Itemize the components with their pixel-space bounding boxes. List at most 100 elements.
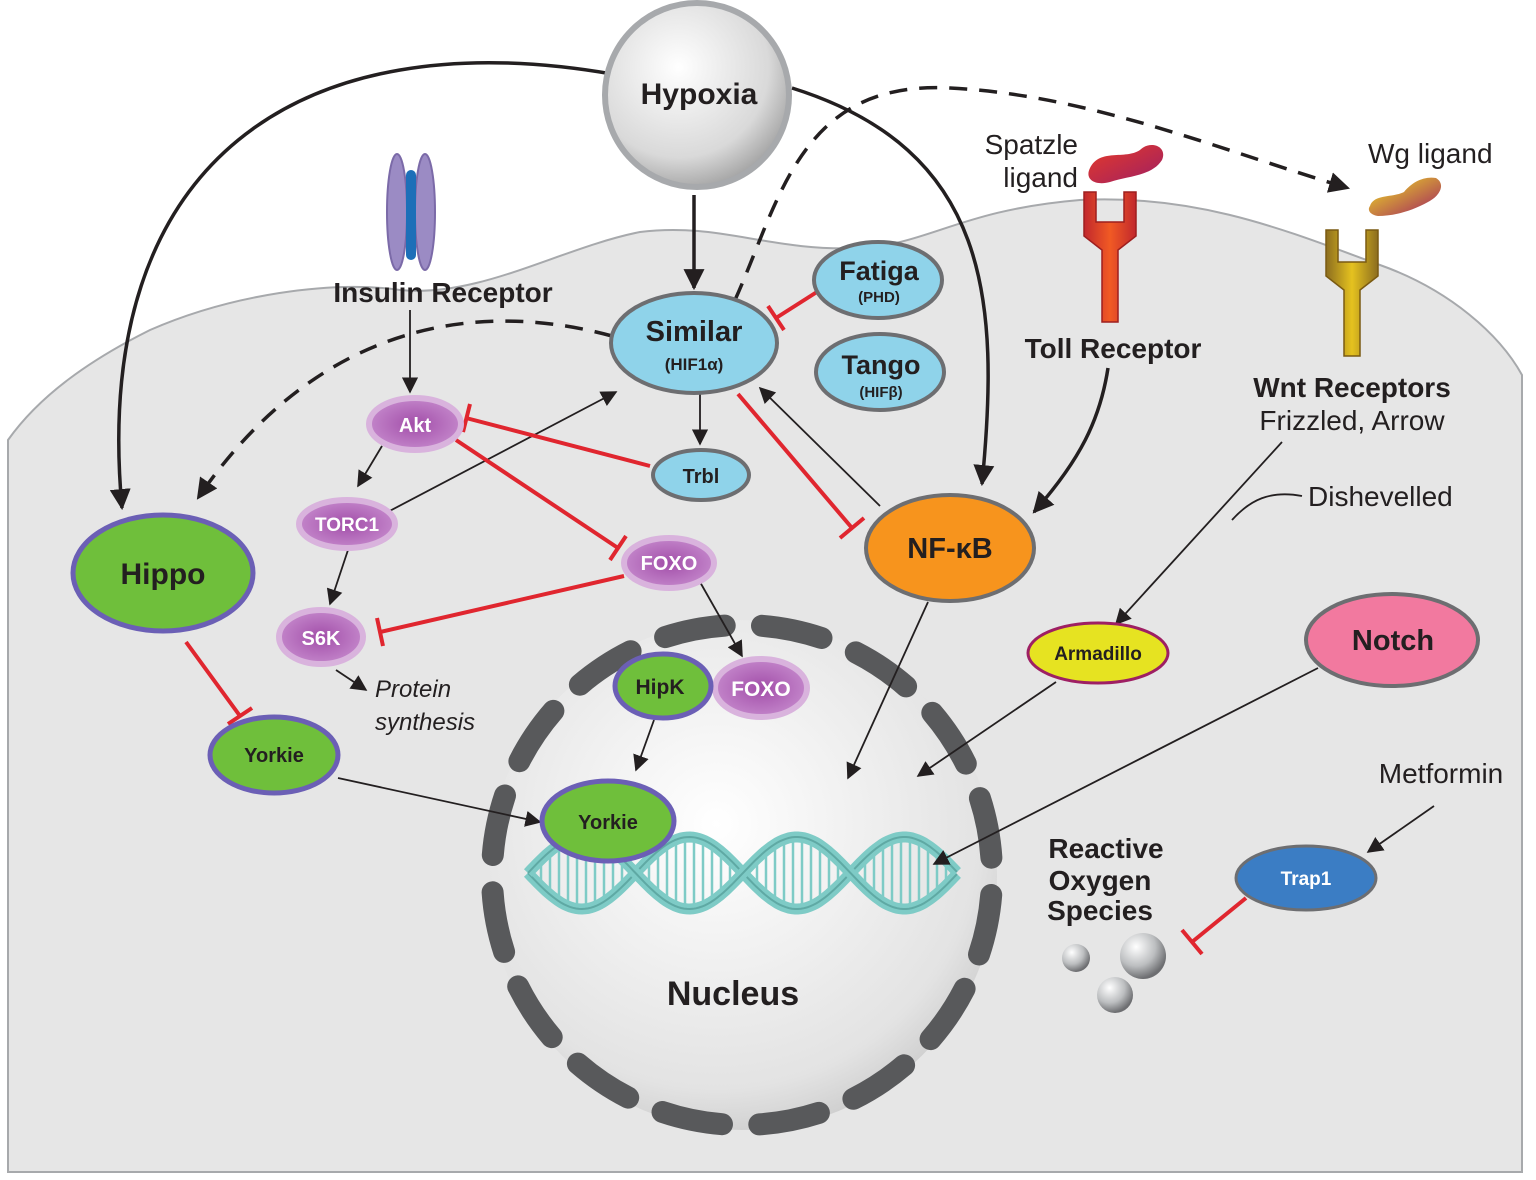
nuclear-envelope-segment (651, 1101, 733, 1136)
nuclear-envelope-segment (748, 1101, 830, 1136)
akt-label: Akt (399, 415, 432, 437)
toll-receptor-icon (1083, 191, 1137, 323)
hipk-node: HipK (612, 651, 714, 721)
edge-armadillo-dna (916, 681, 1057, 777)
trap1-label: Trap1 (1281, 869, 1332, 890)
trbl-label: Trbl (683, 466, 720, 488)
edge-notch-dna (932, 667, 1319, 865)
edge-nfkb-similar (758, 386, 881, 507)
insulin-receptor-label: Insulin Receptor (333, 277, 552, 308)
hypoxia-node: Hypoxia (602, 0, 792, 190)
fatiga-label: Fatiga (839, 256, 919, 286)
edges (109, 61, 1435, 956)
foxo-node: FOXO (621, 535, 717, 591)
inhibit-trap1-ros-bar (1180, 928, 1204, 956)
toll-receptor-label: Toll Receptor (1025, 333, 1202, 364)
nuclear-envelope-segment (566, 1052, 640, 1109)
torc1-node: TORC1 (296, 497, 398, 551)
nuclear-envelope-segment (751, 614, 833, 649)
tango-sublabel: (HIFβ) (859, 384, 902, 401)
foxo-label: FOXO (641, 553, 698, 575)
fatiga-node: Fatiga (PHD) (812, 240, 944, 320)
edge-torc1-s6k (326, 543, 351, 606)
ros-bubble (1120, 933, 1166, 979)
tango-label: Tango (842, 350, 921, 380)
ros-bubble (1097, 977, 1133, 1013)
inhibit-akt-foxo-bar (608, 534, 628, 562)
inhibit-trbl-akt (465, 416, 651, 468)
nuclear-envelope-segment (507, 975, 563, 1049)
wg-ligand-icon (1368, 177, 1442, 216)
edge-yorkie-nuclear (337, 777, 542, 827)
edge-hypoxia-nfkb (791, 86, 995, 487)
inhibit-hippo-yorkie (184, 640, 242, 718)
nucleus-label: Nucleus (667, 975, 799, 1013)
nuclear-envelope (481, 614, 1003, 1136)
dna-helix (523, 831, 961, 915)
notch-node: Notch (1304, 592, 1480, 688)
tango-node: Tango (HIFβ) (814, 332, 946, 412)
similar-label: Similar (646, 316, 743, 348)
wnt-receptor-icon (1325, 229, 1379, 357)
edge-hipk-yorkie (633, 719, 655, 772)
wnt-receptors-sublabel: Frizzled, Arrow (1259, 405, 1445, 436)
edge-akt-torc1 (357, 445, 383, 488)
edge-similar-wg (733, 85, 1351, 301)
fatiga-sublabel: (PHD) (858, 289, 900, 306)
edge-nfkb-dna (846, 601, 929, 780)
yorkie-nuclear-label: Yorkie (578, 812, 638, 834)
inhibit-akt-foxo (454, 438, 620, 550)
nuclear-envelope-segment (481, 784, 516, 866)
hippo-label: Hippo (121, 558, 206, 591)
yorkie-nuclear-node: Yorkie (539, 778, 677, 864)
edge-dishevelled (1231, 493, 1303, 521)
akt-node: Akt (366, 395, 464, 453)
inhibit-hippo-yorkie-bar (226, 706, 254, 726)
inhibit-foxo-s6k (379, 574, 625, 634)
nuclear-envelope-segment (654, 614, 736, 649)
nuclear-envelope-segment (919, 977, 976, 1051)
wg-ligand-label: Wg ligand (1368, 138, 1493, 169)
nuclear-envelope-segment (968, 884, 1003, 966)
s6k-node: S6K (276, 607, 366, 667)
nuclear-envelope-segment (568, 640, 642, 696)
hipk-label: HipK (636, 676, 685, 699)
armadillo-node: Armadillo (1026, 621, 1170, 685)
foxo-nuclear-node: FOXO (712, 656, 810, 720)
inhibit-fatiga-similar-bar (766, 304, 786, 332)
similar-sublabel: (HIF1α) (665, 355, 724, 374)
inhibit-trbl-akt-bar (461, 403, 472, 433)
protein-synthesis-label: Protein (375, 676, 451, 703)
inhibit-similar-nfkb-bar (838, 516, 866, 540)
inhibit-foxo-s6k-bar (375, 617, 385, 647)
edge-s6k-protein (335, 669, 368, 691)
edge-similar-hippo (196, 319, 613, 500)
dishevelled-label: Dishevelled (1308, 481, 1453, 512)
ros-label: Reactive (1048, 833, 1163, 864)
nuclear-envelope-segment (842, 1054, 916, 1110)
metformin-label: Metformin (1379, 758, 1503, 789)
trbl-node: Trbl (651, 448, 751, 502)
edge-toll-nfkb (1032, 367, 1110, 514)
ros-bubble (1062, 944, 1090, 972)
spatzle-ligand-icon (1088, 145, 1164, 184)
ros-label-3: Species (1047, 895, 1153, 926)
edge-foxo-nuclear (699, 581, 743, 658)
inhibit-similar-nfkb (736, 392, 854, 530)
inhibit-trap1-ros (1190, 896, 1248, 944)
armadillo-label: Armadillo (1054, 644, 1142, 665)
torc1-label: TORC1 (315, 515, 379, 536)
foxo-nuclear-label: FOXO (731, 678, 791, 701)
nuclear-envelope-segment (844, 641, 918, 698)
nuclear-envelope-segment (921, 701, 977, 775)
yorkie-label: Yorkie (244, 745, 304, 767)
nuclear-envelope-segment (968, 787, 1003, 869)
spatzle-ligand-label-2: ligand (1003, 162, 1078, 193)
insulin-receptor-icon (386, 153, 436, 271)
nfkb-label: NF-κB (907, 533, 992, 565)
hippo-node: Hippo (70, 512, 256, 634)
notch-label: Notch (1352, 625, 1434, 657)
nuclear-envelope-segment (508, 699, 565, 773)
inhibit-fatiga-similar (774, 288, 822, 320)
